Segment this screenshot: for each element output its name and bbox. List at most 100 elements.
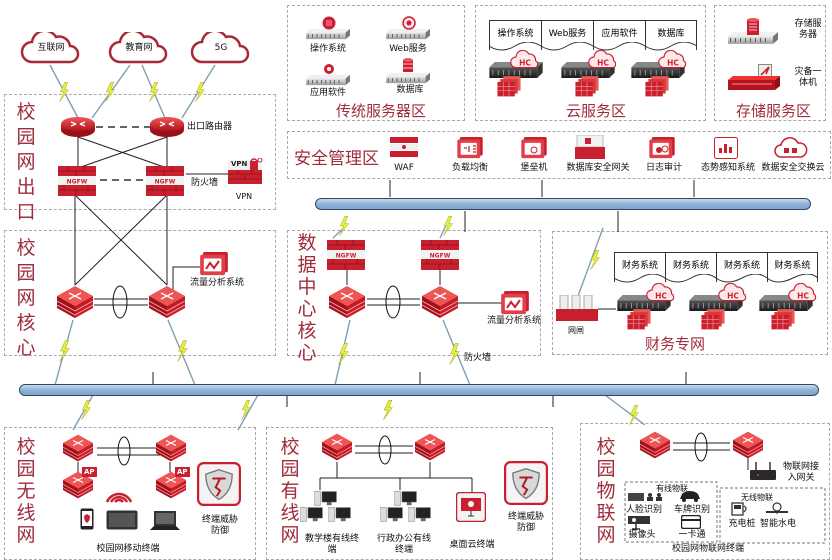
terminal-threat-defense-icon — [197, 462, 241, 506]
flow-analysis-icon — [500, 291, 530, 315]
smart-meter-icon — [766, 502, 788, 514]
exit-router-label: 出口路由器 — [187, 122, 233, 132]
firewall-label: 防火墙 — [191, 178, 219, 188]
database-icon — [403, 58, 413, 72]
load-balancer-icon — [456, 137, 484, 159]
security-item-label: 负载均衡 — [451, 163, 489, 173]
wireless-link-icon — [58, 82, 70, 102]
log-audit-icon — [648, 137, 676, 159]
cloud-tab: 数据库 — [645, 20, 697, 50]
ap-badge: AP — [175, 467, 190, 477]
wireless-link-icon — [194, 82, 206, 102]
wireless-switch-icon — [151, 433, 191, 463]
wireless-link-icon — [382, 400, 394, 420]
storage-blocks-icon — [574, 76, 600, 98]
iot-item-label: 摄像头 — [628, 530, 656, 540]
charging-pile-icon — [731, 502, 747, 516]
zone-traditional-servers — [287, 5, 465, 121]
wifi-signal-icon — [105, 492, 133, 503]
wireless-link-icon — [589, 250, 601, 270]
cloud-label: 互联网 — [37, 43, 65, 53]
dc-firewall-label: 防火墙 — [464, 353, 492, 363]
iot-item-label: 车牌识别 — [673, 505, 711, 515]
wireless-link-icon — [338, 216, 350, 236]
backup-appliance-label: 灾备一体机 — [794, 67, 822, 88]
finance-tab: 财务系统 — [614, 252, 665, 282]
iot-gateway-label: 物联网接入网关 — [782, 462, 819, 483]
db-security-gateway-icon — [575, 134, 605, 159]
exit-router-icon — [149, 116, 185, 138]
cloud-5g: 5G — [190, 29, 252, 64]
dc-firewall-icon — [327, 240, 365, 270]
core-switch-icon — [147, 284, 187, 320]
smartphone-icon — [80, 508, 94, 530]
cloud-tab: Web服务 — [541, 20, 593, 50]
security-item-bastion — [521, 137, 547, 163]
hc-cloud-icon — [718, 283, 748, 303]
wireless-link-icon — [628, 405, 640, 425]
security-item-label: 数据库安全网关 — [566, 163, 630, 173]
wireless-link-icon — [337, 343, 350, 365]
dc-core-switch-icon — [327, 284, 367, 320]
wireless-link-icon — [176, 340, 189, 362]
zone-title-traditional: 传统服务器区 — [336, 102, 427, 120]
cloud-tab: 操作系统 — [489, 20, 541, 50]
cloud-service-tabs: 操作系统 Web服务 应用软件 数据库 — [489, 20, 697, 50]
terminal-threat-defense-icon — [504, 461, 548, 505]
zone-security — [287, 131, 831, 179]
finance-tabs: 财务系统 财务系统 财务系统 财务系统 — [614, 252, 818, 282]
zone-exit — [4, 94, 276, 210]
security-item-label: 数据安全交换云 — [761, 163, 825, 173]
cloud-education-net: 教育网 — [108, 29, 170, 64]
threat-defense-label: 终端威胁防御 — [201, 515, 238, 536]
hc-cloud-icon — [788, 283, 818, 303]
zone-title-finance: 财务专网 — [645, 335, 706, 353]
pc-icon — [328, 506, 352, 522]
cloud-label: 教育网 — [125, 43, 153, 53]
security-item-data-exchange-cloud — [774, 137, 808, 163]
cloud-icon — [108, 29, 168, 64]
vpn-icon — [228, 157, 263, 184]
cloud-internet: 互联网 — [20, 29, 82, 64]
wired-switch-icon — [410, 432, 450, 462]
wireless-link-icon — [148, 82, 160, 102]
bastion-host-icon — [521, 137, 547, 159]
zone-storage — [714, 5, 826, 121]
campus-card-icon — [681, 515, 701, 529]
face-recognition-icon — [628, 493, 662, 501]
storage-server-label: 存储服务器 — [794, 19, 822, 40]
appliance-icon — [728, 76, 780, 90]
wireless-iot-title: 无线物联 — [741, 493, 773, 502]
storage-blocks-icon — [700, 309, 726, 331]
server-label: 应用软件 — [309, 88, 347, 98]
zone-dc-core — [287, 230, 541, 356]
dc-firewall-icon — [421, 240, 459, 270]
finance-tab: 财务系统 — [665, 252, 716, 282]
iot-item-label: 智能水电 — [759, 519, 797, 529]
hc-cloud-icon — [658, 50, 688, 70]
flow-analysis-label: 流量分析系统 — [190, 278, 245, 288]
zone-title-cloud: 云服务区 — [566, 102, 627, 120]
iot-terminals-label: 校园网物联网终端 — [671, 544, 745, 554]
camera-icon — [628, 516, 650, 530]
cloud-tab: 应用软件 — [593, 20, 645, 50]
laptop-icon — [150, 511, 180, 530]
ap-badge: AP — [82, 467, 97, 477]
web-badge-icon — [402, 16, 416, 30]
zone-title-storage: 存储服务区 — [736, 102, 812, 120]
pc-icon — [408, 506, 432, 522]
wired-group-label: 行政办公有线终端 — [376, 534, 431, 555]
iot-switch-icon — [728, 430, 768, 460]
wireless-link-icon — [240, 400, 252, 420]
main-backbone-bus — [19, 384, 819, 396]
hc-cloud-icon — [588, 50, 618, 70]
pc-icon — [380, 506, 404, 522]
firewall-icon — [146, 166, 184, 196]
zone-title-wireless: 校园无线网 — [16, 436, 36, 546]
finance-tab: 财务系统 — [716, 252, 767, 282]
storage-blocks-icon — [496, 76, 522, 98]
pc-icon — [394, 490, 418, 506]
wireless-link-icon — [80, 400, 92, 420]
firewall-icon — [58, 166, 96, 196]
